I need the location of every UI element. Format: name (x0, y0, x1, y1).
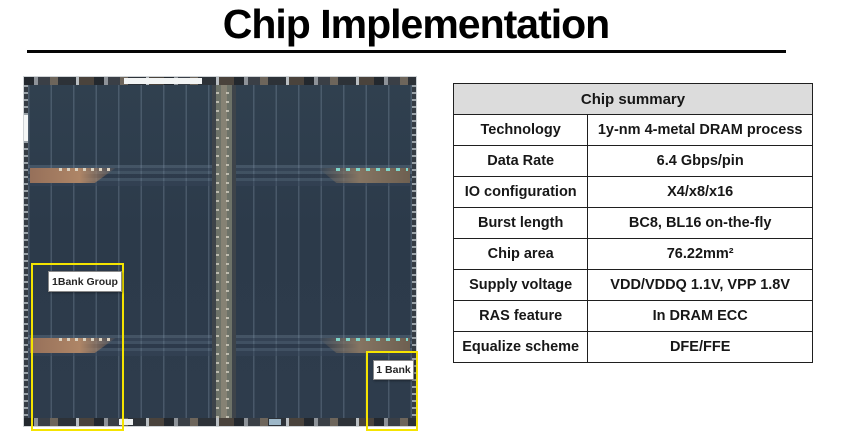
chip-summary-table: Chip summary Technology 1y-nm 4-metal DR… (452, 83, 813, 363)
row-value: 6.4 Gbps/pin (587, 145, 813, 177)
die-pad-white-segment (119, 419, 133, 425)
die-pad-dots (336, 338, 409, 341)
row-label: IO configuration (452, 176, 589, 208)
row-value: DFE/FFE (587, 331, 813, 363)
row-label: Supply voltage (452, 269, 589, 301)
row-value: BC8, BL16 on-the-fly (587, 207, 813, 239)
bank-group-highlight-box: 1Bank Group (31, 263, 124, 431)
table-row: IO configuration X4/x8/x16 (452, 176, 813, 208)
row-value: 1y-nm 4-metal DRAM process (587, 114, 813, 146)
row-label: Equalize scheme (452, 331, 589, 363)
row-value: 76.22mm² (587, 238, 813, 270)
die-surface: 1Bank Group 1 Bank (28, 85, 418, 431)
die-pad-col-left (24, 85, 28, 418)
title-underline (27, 50, 786, 53)
die-pad-col-right (412, 85, 416, 418)
die-center-spine (212, 85, 236, 418)
row-label: Data Rate (452, 145, 589, 177)
die-copper-region-top-right (318, 168, 410, 183)
row-value: X4/x8/x16 (587, 176, 813, 208)
row-label: Chip area (452, 238, 589, 270)
die-copper-region-bottom-right (318, 338, 410, 353)
table-title: Chip summary (453, 83, 813, 115)
die-pad-dots (58, 168, 115, 171)
die-copper-region-bottom-left (30, 338, 116, 353)
table-row: RAS feature In DRAM ECC (452, 300, 813, 332)
die-pad-row-bottom (24, 418, 416, 426)
table-row: Data Rate 6.4 Gbps/pin (452, 145, 813, 177)
table-header-row: Chip summary (453, 83, 813, 115)
row-label: RAS feature (452, 300, 589, 332)
die-copper-region-top-left (30, 168, 116, 183)
die-pad-white-strip (124, 78, 202, 84)
table-row: Equalize scheme DFE/FFE (452, 331, 813, 363)
die-pad-dots (336, 168, 409, 171)
row-label: Technology (452, 114, 589, 146)
page-title: Chip Implementation (222, 1, 610, 47)
die-photo: 1Bank Group 1 Bank (24, 77, 418, 431)
table-row: Chip area 76.22mm² (452, 238, 813, 270)
bank-group-label: 1Bank Group (48, 271, 122, 292)
row-value: VDD/VDDQ 1.1V, VPP 1.8V (587, 269, 813, 301)
bank-highlight-box: 1 Bank (366, 351, 418, 431)
die-pad-row-top (24, 77, 416, 85)
die-pad-blue-segment (269, 419, 281, 425)
die-pad-dots (58, 338, 115, 341)
table-row: Supply voltage VDD/VDDQ 1.1V, VPP 1.8V (452, 269, 813, 301)
row-value: In DRAM ECC (587, 300, 813, 332)
die-pad-white-tick (24, 115, 28, 141)
table-row: Burst length BC8, BL16 on-the-fly (452, 207, 813, 239)
bank-label: 1 Bank (373, 360, 414, 380)
row-label: Burst length (452, 207, 589, 239)
table-row: Technology 1y-nm 4-metal DRAM process (452, 114, 813, 146)
